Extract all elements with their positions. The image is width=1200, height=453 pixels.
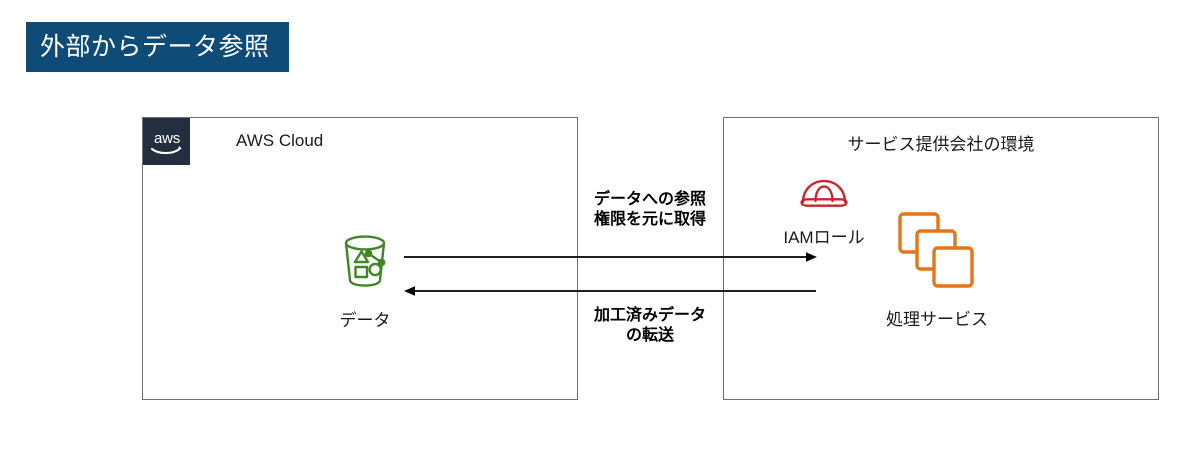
processing-service-node[interactable]: 処理サービス bbox=[862, 210, 1012, 330]
aws-logo: aws bbox=[143, 118, 190, 165]
transfer-flow-label: 加工済みデータ の転送 bbox=[575, 306, 725, 347]
page-title: 外部からデータ参照 bbox=[40, 32, 270, 61]
iam-role-node[interactable]: IAMロール bbox=[768, 176, 880, 248]
processing-service-label: 処理サービス bbox=[886, 310, 988, 329]
iam-role-label: IAMロール bbox=[783, 228, 865, 247]
title-banner: 外部からデータ参照 bbox=[26, 22, 289, 72]
provider-title: サービス提供会社の環境 bbox=[847, 135, 1035, 154]
iam-hardhat-icon bbox=[798, 176, 850, 215]
svg-text:aws: aws bbox=[153, 130, 179, 147]
reference-flow-label-line2: 権限を元に取得 bbox=[593, 211, 706, 229]
aws-cloud-group-box: aws AWS Cloud bbox=[142, 117, 578, 400]
data-lake-bucket-icon bbox=[337, 232, 393, 295]
stacked-squares-icon bbox=[896, 210, 978, 295]
data-node-label: データ bbox=[339, 311, 391, 330]
aws-cloud-title: AWS Cloud bbox=[236, 131, 324, 150]
reference-flow-label-line1: データへの参照 bbox=[593, 191, 706, 208]
transfer-flow-label-line2: の転送 bbox=[625, 327, 674, 345]
provider-group-box: サービス提供会社の環境 bbox=[723, 117, 1159, 400]
reference-flow-label: データへの参照 権限を元に取得 bbox=[575, 190, 725, 231]
transfer-flow-label-line1: 加工済みデータ bbox=[593, 307, 706, 324]
data-node[interactable]: データ bbox=[310, 232, 420, 331]
